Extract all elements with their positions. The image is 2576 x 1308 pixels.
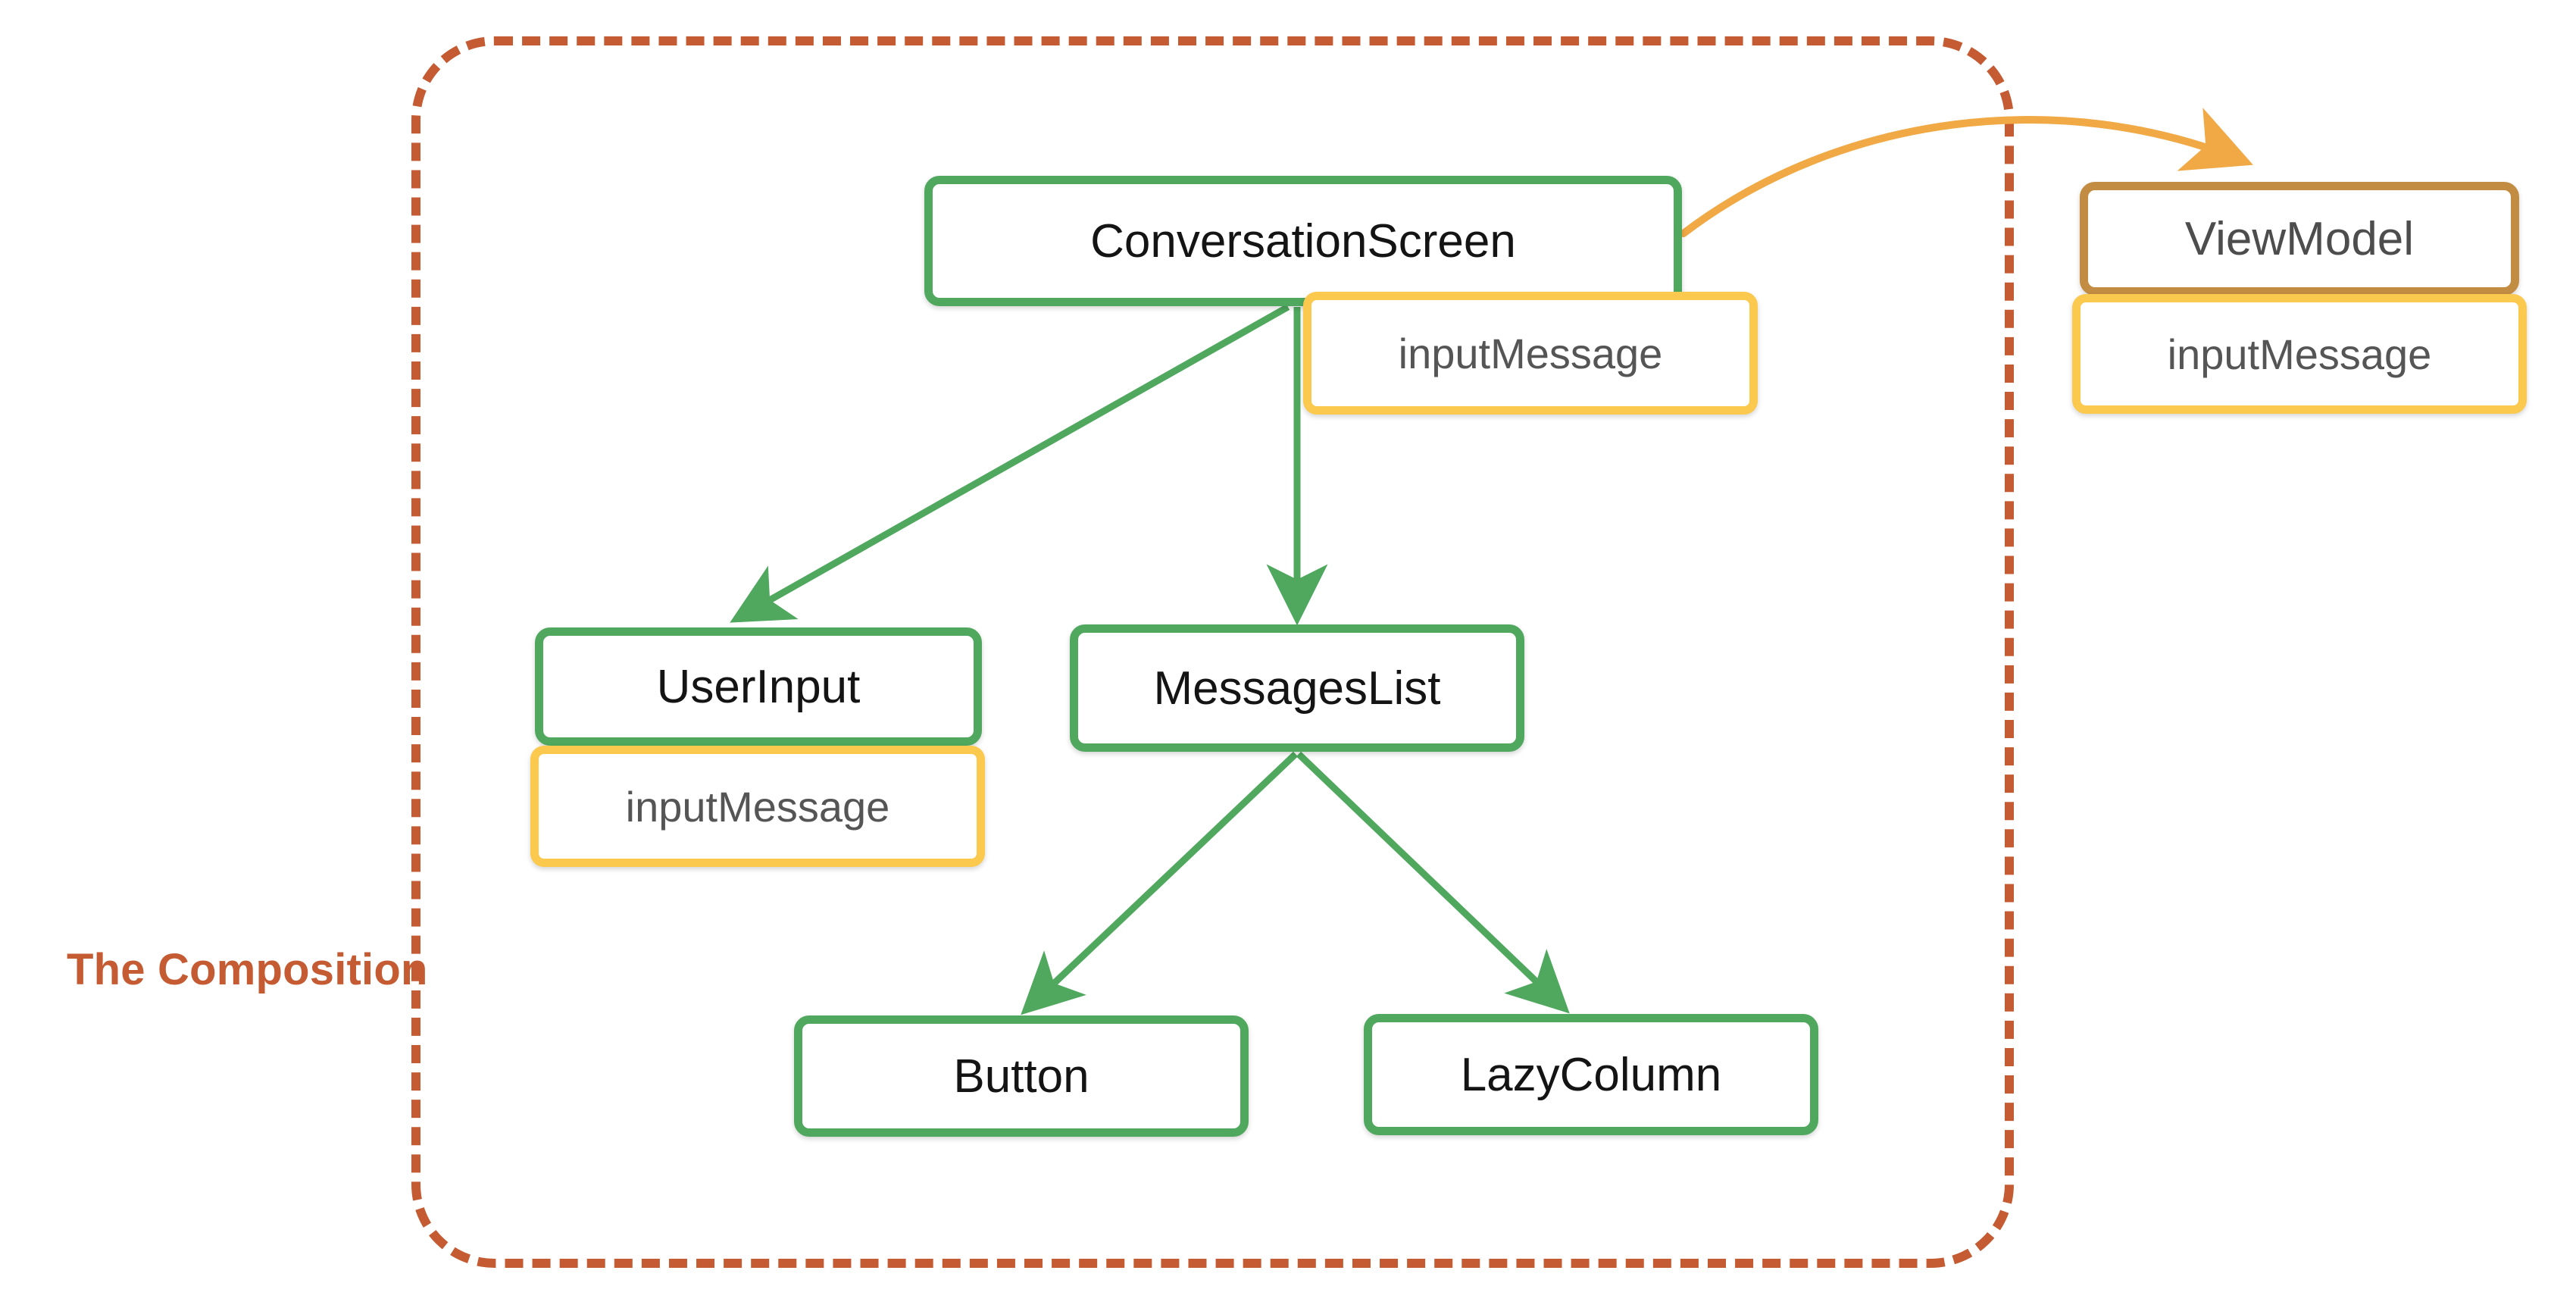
edge-messages-list-to-lazy-column bbox=[1296, 751, 1570, 1014]
node-user-input-state-label: inputMessage bbox=[625, 782, 890, 831]
node-view-model[interactable]: ViewModel bbox=[2080, 182, 2519, 296]
edge-messages-list-to-button bbox=[1021, 751, 1299, 1015]
node-messages-list[interactable]: MessagesList bbox=[1070, 624, 1524, 752]
node-messages-list-label: MessagesList bbox=[1153, 662, 1441, 715]
node-user-input[interactable]: UserInput bbox=[535, 627, 982, 746]
edge-conversation-screen-to-user-input bbox=[730, 304, 1290, 623]
node-lazy-column-label: LazyColumn bbox=[1460, 1048, 1722, 1101]
edge-conversation-screen-to-view-model bbox=[1680, 108, 2253, 237]
node-conversation-screen-label: ConversationScreen bbox=[1090, 214, 1516, 268]
node-view-model-state-label: inputMessage bbox=[2167, 330, 2432, 378]
node-lazy-column[interactable]: LazyColumn bbox=[1364, 1014, 1818, 1135]
node-view-model-state[interactable]: inputMessage bbox=[2072, 294, 2527, 414]
node-button[interactable]: Button bbox=[794, 1015, 1249, 1137]
node-conversation-screen[interactable]: ConversationScreen bbox=[924, 176, 1682, 306]
node-user-input-label: UserInput bbox=[656, 660, 861, 713]
node-view-model-label: ViewModel bbox=[2184, 212, 2415, 265]
node-button-label: Button bbox=[953, 1050, 1089, 1103]
composition-boundary-label: The Composition bbox=[67, 945, 428, 994]
node-user-input-state[interactable]: inputMessage bbox=[530, 746, 985, 867]
node-conversation-screen-state-label: inputMessage bbox=[1398, 329, 1663, 377]
node-conversation-screen-state[interactable]: inputMessage bbox=[1303, 292, 1758, 415]
